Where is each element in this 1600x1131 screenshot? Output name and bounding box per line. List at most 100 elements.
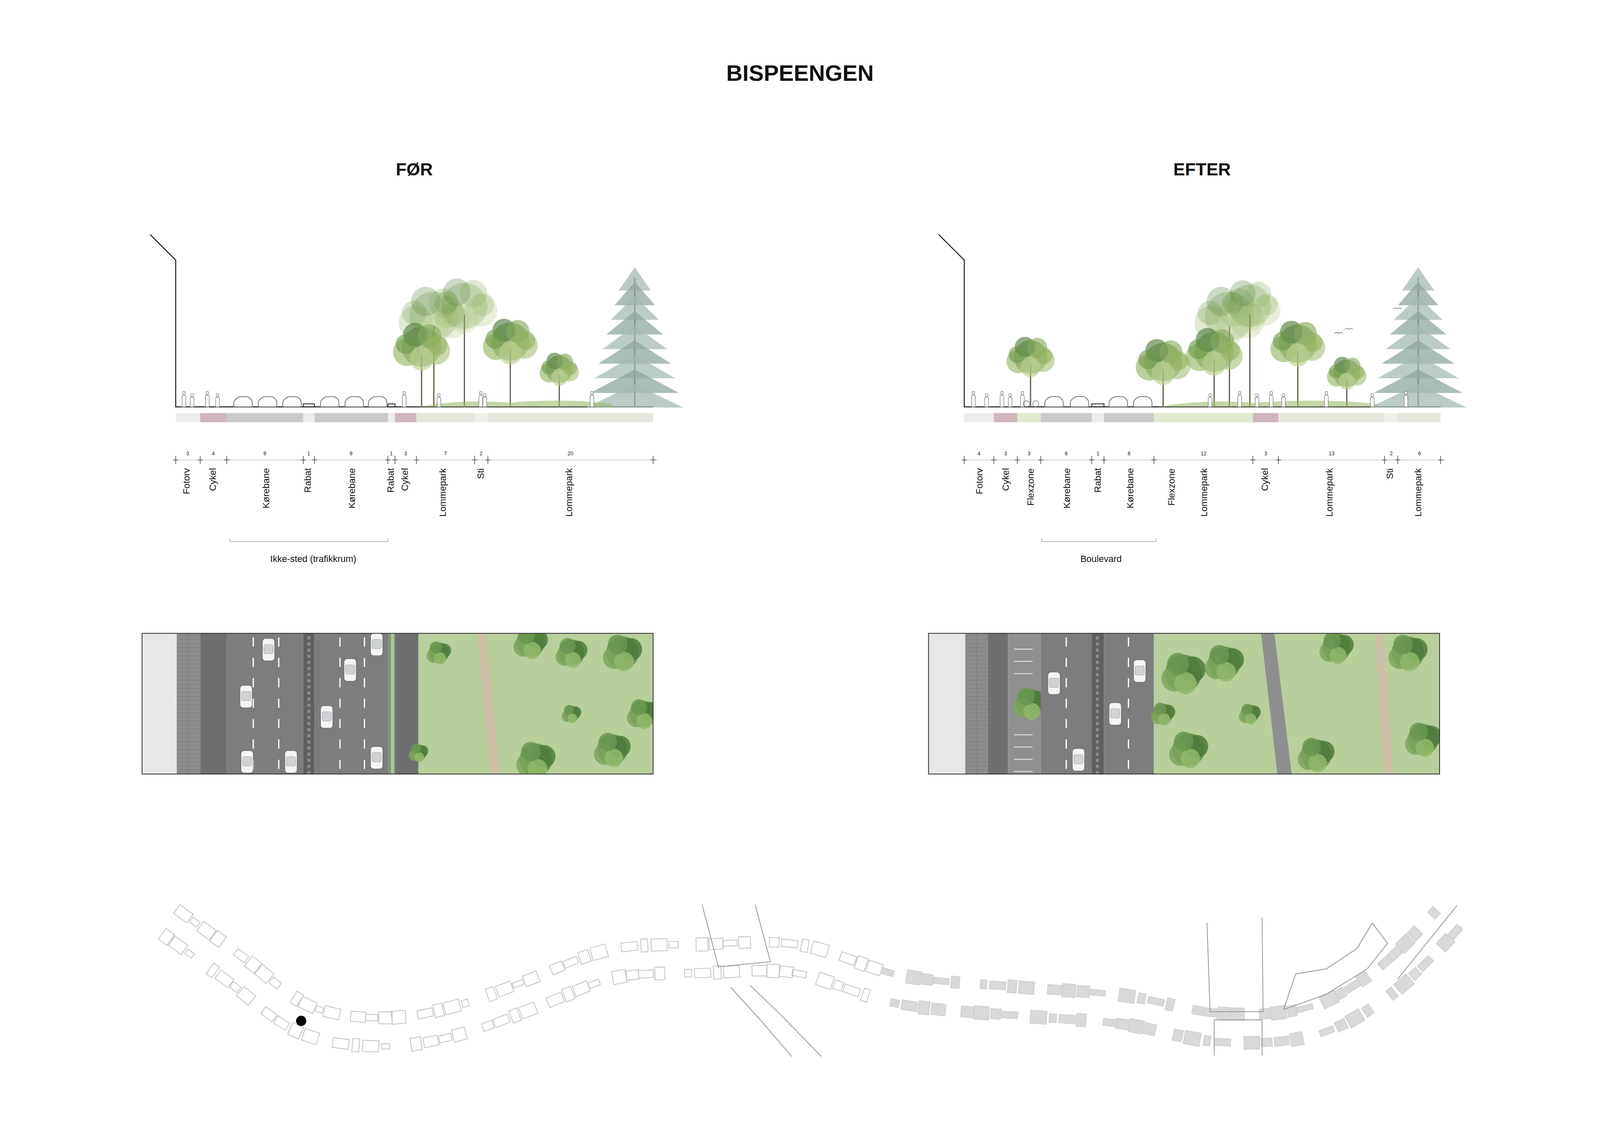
lane-marking	[339, 739, 341, 749]
zone-label: Sti	[475, 468, 486, 480]
map-building	[860, 988, 871, 1003]
lane-marking	[1065, 739, 1067, 749]
median-stone	[307, 758, 311, 762]
plan-view	[142, 633, 654, 775]
plan-frame	[928, 633, 1440, 775]
median-stone	[307, 673, 311, 677]
tree-canopy	[517, 633, 535, 644]
map-building	[206, 963, 220, 978]
tree-crown	[1168, 351, 1188, 371]
map-road	[1213, 1020, 1215, 1056]
bike-rack	[1014, 648, 1033, 650]
car-body	[262, 638, 275, 662]
median-stone	[1095, 728, 1099, 732]
verge-green	[390, 633, 394, 775]
dimension-tick	[1437, 459, 1443, 460]
section-strip	[1040, 413, 1092, 423]
map-building	[921, 973, 934, 986]
dimension-tick	[991, 459, 997, 460]
conifer-tier	[1369, 384, 1467, 408]
key-map	[158, 905, 1463, 1058]
dimension-tick	[1101, 459, 1107, 460]
car-profile	[233, 396, 253, 407]
map-building	[973, 1005, 990, 1020]
map-building	[322, 1005, 341, 1020]
map-building	[769, 937, 780, 948]
dimension-number: 9	[263, 451, 267, 457]
person-body	[1255, 397, 1259, 408]
map-building	[1047, 984, 1063, 995]
median-stone	[307, 655, 311, 658]
tree-crown	[541, 360, 555, 375]
median-stone	[1095, 703, 1099, 707]
tree-crown	[434, 291, 458, 315]
dimension-line	[175, 460, 659, 461]
roadway	[226, 633, 304, 775]
map-building	[1318, 1025, 1335, 1037]
tree-canopy	[1167, 652, 1190, 675]
median-stone	[307, 660, 311, 664]
person-body	[1208, 397, 1213, 408]
tree-crown	[1272, 331, 1293, 351]
car-glass	[263, 644, 273, 654]
map-building	[189, 917, 200, 928]
tree-crown	[515, 330, 535, 350]
bicycle-wheel	[1023, 400, 1030, 408]
map-building	[990, 1008, 1002, 1020]
park-path	[477, 633, 500, 775]
map-road	[1261, 1020, 1263, 1056]
bracket	[229, 538, 388, 542]
lane-marking	[363, 760, 365, 770]
lane-marking	[252, 739, 254, 749]
map-building	[950, 976, 960, 989]
map-building	[1030, 1010, 1048, 1025]
ground-line	[938, 234, 1441, 408]
map-building	[391, 1010, 407, 1025]
map-building	[1289, 1031, 1305, 1047]
bike-rack	[1014, 673, 1033, 675]
person-body	[478, 395, 483, 408]
zone-label: Cykel	[208, 468, 219, 492]
tree-canopy	[1154, 702, 1167, 715]
map-building	[1076, 985, 1090, 998]
tree-canopy	[429, 641, 442, 654]
bike-lane	[200, 633, 227, 775]
car-top	[1047, 672, 1060, 695]
map-building	[185, 949, 195, 959]
map-building	[694, 968, 712, 978]
lane-marking	[278, 760, 280, 770]
section-strip	[993, 413, 1018, 423]
map-building	[933, 977, 950, 985]
dimension-number: 3	[1027, 451, 1031, 457]
median-stone	[1095, 746, 1099, 750]
tree-canopy	[414, 752, 425, 763]
zone-label: Lommepark	[1413, 468, 1424, 517]
median-stone	[1095, 642, 1099, 646]
map-building	[1202, 1007, 1219, 1018]
map-building	[810, 941, 830, 958]
car-body	[344, 659, 357, 682]
map-building	[315, 1005, 324, 1014]
map-road	[750, 985, 822, 1057]
dimension-tick	[173, 459, 179, 460]
median-stone	[1095, 691, 1099, 695]
map-building	[416, 1007, 434, 1020]
map-building	[1447, 924, 1463, 940]
median-stone	[307, 710, 311, 713]
person-body	[1324, 395, 1329, 408]
map-building	[236, 986, 256, 1006]
person-head	[437, 393, 440, 397]
map-building	[738, 936, 751, 949]
car-profile	[1133, 396, 1153, 407]
bird	[1334, 332, 1343, 334]
tree-crown	[1222, 292, 1244, 314]
person-head	[1282, 393, 1285, 397]
map-building	[1165, 997, 1175, 1012]
dimension-tick	[1038, 459, 1044, 460]
dimension-number: 3	[186, 451, 190, 457]
median-stone	[307, 691, 311, 695]
map-building	[832, 980, 844, 992]
tree-canopy	[1245, 713, 1257, 725]
lane-marking	[363, 698, 365, 708]
lane-marking	[1127, 698, 1130, 708]
